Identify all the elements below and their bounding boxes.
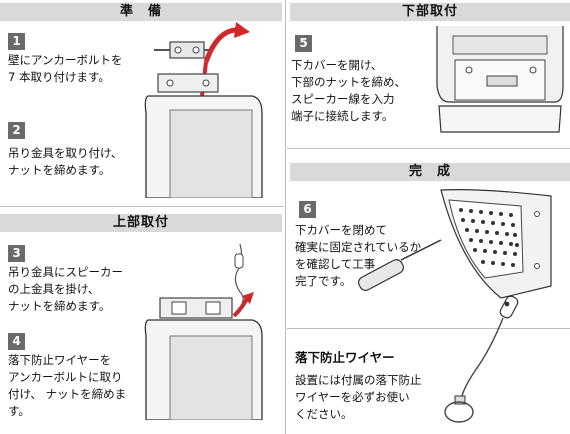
step-text-1: 壁にアンカーボルトを 7 本取り付けます。 bbox=[8, 53, 123, 84]
section-header-preparation: 準 備 bbox=[0, 3, 282, 21]
step-text-3: 吊り金具にスピーカー の上金具を掛け、 ナットを締めます。 bbox=[8, 265, 123, 313]
section-header-top-mount: 上部取付 bbox=[0, 214, 282, 232]
step-text-6: 下カバーを閉めて 確実に固定されているか を確認して工事 完了です。 bbox=[295, 223, 422, 288]
divider bbox=[0, 206, 284, 207]
divider bbox=[287, 148, 570, 149]
step-number-3: 3 bbox=[8, 245, 25, 262]
right-column: 下部取付 5 下カバーを開け、 下部のナットを締め、 スピーカー線を入力 端子に… bbox=[287, 0, 570, 434]
illustration-bracket-mount bbox=[144, 22, 263, 198]
column-divider bbox=[285, 0, 286, 434]
wire-illustration bbox=[444, 295, 519, 423]
divider bbox=[287, 328, 570, 329]
step-number-1: 1 bbox=[8, 33, 25, 50]
section-header-bottom-mount: 下部取付 bbox=[290, 3, 570, 21]
step-number-6: 6 bbox=[299, 201, 316, 218]
section-header-complete: 完 成 bbox=[290, 163, 570, 181]
illustration-bottom-cover bbox=[436, 26, 564, 133]
step-number-4: 4 bbox=[8, 333, 25, 350]
left-column: 準 備 1 壁にアンカーボルトを 7 本取り付けます。 2 吊り金具を取り付け、… bbox=[0, 0, 284, 434]
step-text-5: 下カバーを開け、 下部のナットを締め、 スピーカー線を入力 端子に接続します。 bbox=[291, 58, 406, 123]
illustration-upper-mount bbox=[144, 243, 263, 420]
step-text-2: 吊り金具を取り付け、 ナットを締めます。 bbox=[8, 146, 123, 177]
illustration-completed-speaker bbox=[358, 189, 552, 299]
wire-text: 設置には付属の落下防止 ワイヤーを必ずお使い ください。 bbox=[295, 373, 422, 421]
step-number-2: 2 bbox=[8, 122, 25, 139]
step-text-4: 落下防止ワイヤーを アンカーボルトに取り 付け、 ナットを締めま す。 bbox=[8, 353, 127, 418]
wire-heading: 落下防止ワイヤー bbox=[295, 350, 395, 365]
step-number-5: 5 bbox=[295, 35, 312, 52]
